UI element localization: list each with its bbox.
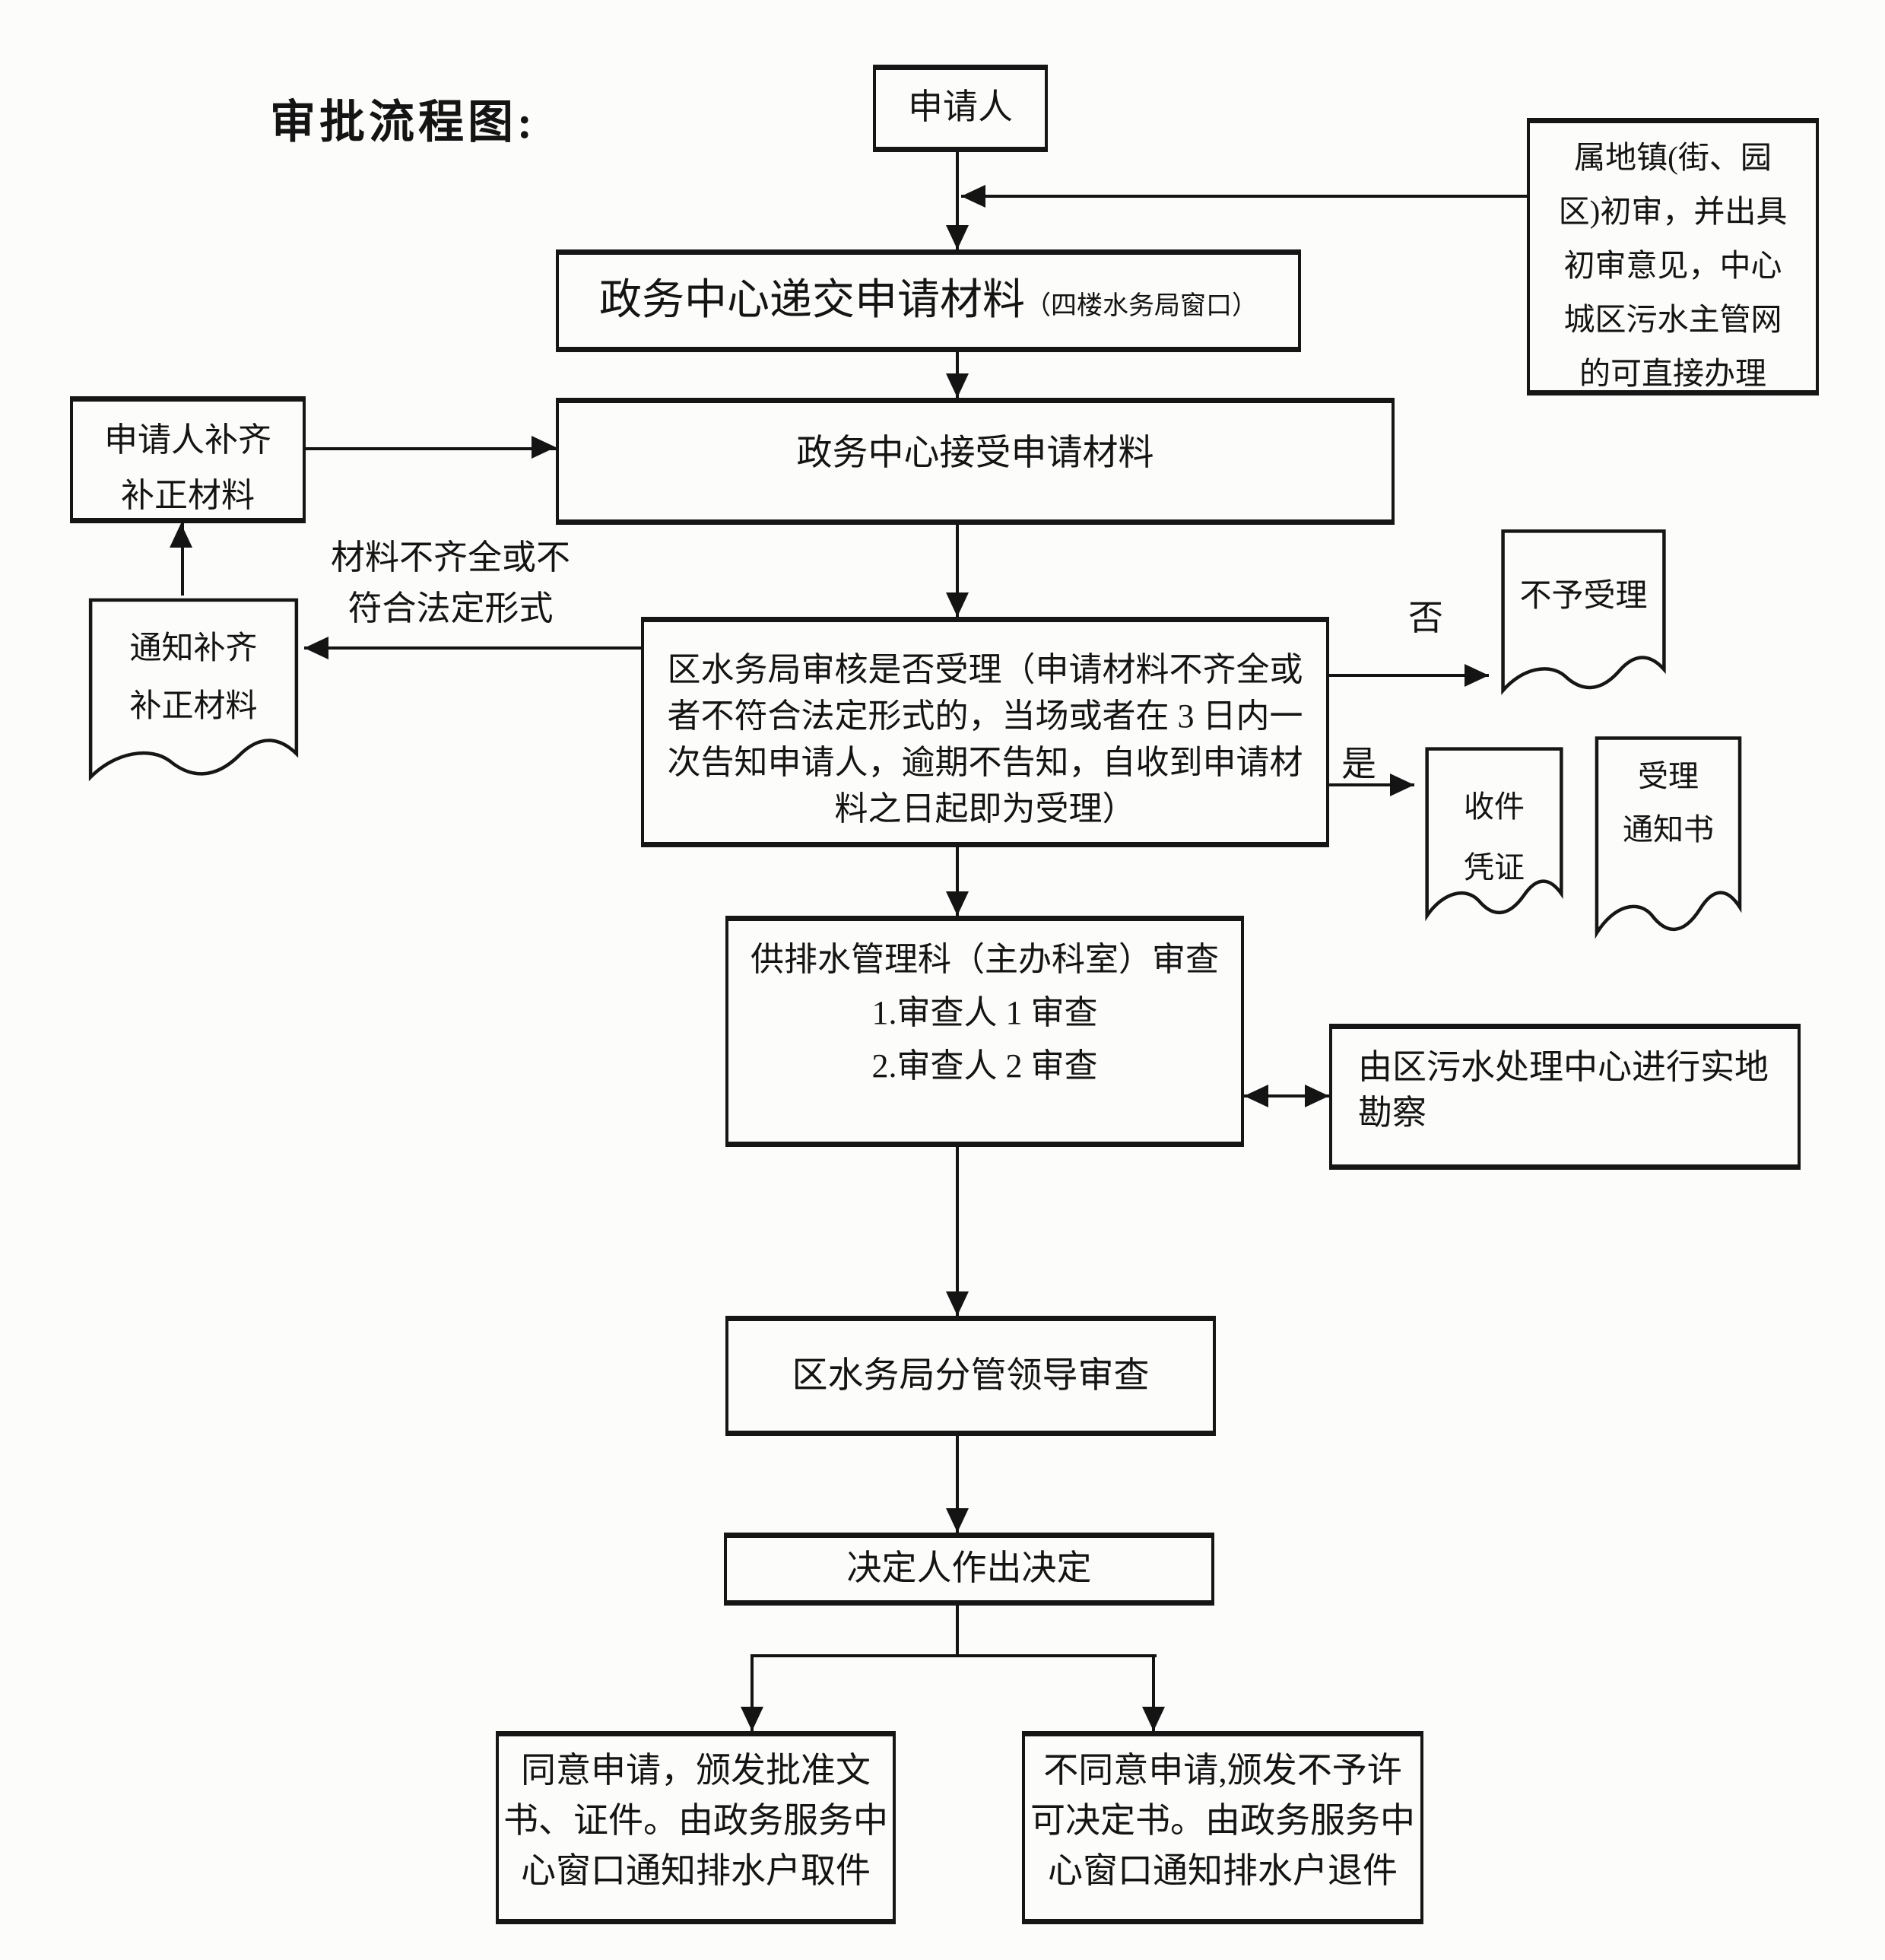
connector-dept-site — [1244, 1094, 1329, 1098]
node-dept-review-line: 2.审查人 2 审查 — [871, 1047, 1098, 1085]
node-town-review-line: 的可直接办理 — [1579, 356, 1766, 391]
label-yes: 是 — [1341, 745, 1376, 783]
connector-review-notify — [304, 646, 641, 650]
connector-notify-supplement — [181, 523, 184, 596]
node-bureau-review-line: 料之日起即为受理） — [834, 790, 1136, 828]
node-decision: 决定人作出决定 — [724, 1533, 1214, 1606]
node-bureau-review-line: 者不符合法定形式的，当场或者在 3 日内一 — [667, 697, 1303, 735]
connector-split-bar — [751, 1654, 1157, 1657]
connector-supplement-receive — [306, 447, 556, 450]
node-approve: 同意申请，颁发批准文 书、证件。由政务服务中 心窗口通知排水户取件 — [496, 1731, 896, 1924]
node-town-review-line: 属地镇(街、园 — [1574, 140, 1772, 175]
doc-notify-line: 补正材料 — [129, 689, 258, 724]
arrowhead-into-receipt-icon — [1390, 774, 1414, 796]
node-deny: 不同意申请,颁发不予许 可决定书。由政务服务中 心窗口通知排水户退件 — [1022, 1731, 1423, 1924]
node-deny-line: 心窗口通知排水户退件 — [1048, 1851, 1398, 1890]
label-incomplete-line: 符合法定形式 — [347, 589, 554, 627]
page-title: 审批流程图: — [270, 97, 536, 148]
arrowhead-into-leader-icon — [946, 1291, 969, 1316]
document-shape-icon — [85, 596, 302, 793]
node-submit-main: 政务中心递交申请材料 — [599, 277, 1025, 324]
node-leader-review-label: 区水务局分管领导审查 — [792, 1356, 1150, 1396]
arrowhead-into-receive2-icon — [532, 436, 556, 459]
doc-acceptance-line: 通知书 — [1623, 812, 1714, 847]
node-town-review-line: 初审意见，中心 — [1563, 248, 1782, 283]
connector-town-review — [961, 195, 1527, 198]
connector-decision-split — [956, 1606, 959, 1656]
node-approve-line: 书、证件。由政务服务中 — [503, 1801, 888, 1840]
arrowhead-into-approve-icon — [741, 1707, 763, 1731]
arrowhead-into-notify-icon — [304, 637, 328, 659]
node-submit-materials: 政务中心递交申请材料（四楼水务局窗口） — [556, 249, 1301, 352]
doc-not-accepted-label: 不予受理 — [1519, 579, 1648, 614]
node-site-survey-line: 由区污水处理中心进行实地 — [1358, 1048, 1769, 1086]
node-dept-review: 供排水管理科（主办科室）审查 1.审查人 1 审查 2.审查人 2 审查 — [725, 916, 1244, 1147]
node-town-review: 属地镇(街、园 区)初审，并出具 初审意见，中心 城区污水主管网 的可直接办理 — [1527, 118, 1819, 395]
node-applicant-supplement-line: 补正材料 — [121, 477, 255, 514]
doc-receipt-line: 凭证 — [1464, 850, 1525, 885]
connector-split-approve — [751, 1654, 754, 1731]
node-submit-note: （四楼水务局窗口） — [1025, 292, 1258, 320]
node-approve-line: 同意申请，颁发批准文 — [521, 1751, 871, 1790]
connector-dept-leader — [956, 1147, 959, 1316]
node-town-review-line: 区)初审，并出具 — [1558, 194, 1788, 229]
arrowhead-into-supplement-icon — [170, 523, 192, 548]
node-receive-materials: 政务中心接受申请材料 — [556, 398, 1395, 525]
arrowhead-into-submit-icon — [946, 225, 969, 249]
label-incomplete-materials: 材料不齐全或不 符合法定形式 — [319, 532, 582, 634]
node-site-survey: 由区污水处理中心进行实地 勘察 — [1329, 1024, 1801, 1170]
connector-yes-branch — [1329, 783, 1414, 786]
node-dept-review-line: 供排水管理科（主办科室）审查 — [751, 941, 1219, 978]
connector-review-dept — [956, 847, 959, 916]
doc-receipt-voucher: 收件 凭证 — [1423, 745, 1565, 931]
arrowhead-dept-side-icon — [1244, 1085, 1268, 1107]
arrowhead-into-receive-icon — [946, 373, 969, 398]
document-shape-icon — [1423, 745, 1565, 931]
connector-applicant-submit — [956, 152, 959, 249]
node-leader-review: 区水务局分管领导审查 — [725, 1316, 1216, 1436]
connector-receive-review — [956, 525, 959, 617]
node-applicant-supplement-line: 申请人补齐 — [104, 421, 271, 459]
node-decision-label: 决定人作出决定 — [846, 1549, 1092, 1587]
label-no: 否 — [1408, 599, 1443, 637]
doc-receipt-line: 收件 — [1464, 789, 1525, 824]
node-receive-label: 政务中心接受申请材料 — [796, 434, 1154, 473]
node-dept-review-line: 1.审查人 1 审查 — [871, 994, 1098, 1031]
connector-no-branch — [1329, 674, 1489, 677]
doc-not-accepted: 不予受理 — [1499, 527, 1668, 705]
node-applicant-label: 申请人 — [908, 87, 1013, 126]
document-shape-icon — [1499, 527, 1668, 705]
node-bureau-review: 区水务局审核是否受理（申请材料不齐全或 者不符合法定形式的，当场或者在 3 日内… — [641, 617, 1329, 847]
node-deny-line: 可决定书。由政务服务中 — [1030, 1801, 1415, 1840]
node-bureau-review-line: 次告知申请人，逾期不告知，自收到申请材 — [667, 744, 1303, 781]
arrowhead-into-review-icon — [946, 592, 969, 617]
node-applicant: 申请人 — [873, 65, 1048, 152]
doc-notify-line: 通知补齐 — [129, 631, 258, 666]
arrowhead-into-notaccepted-icon — [1465, 664, 1489, 687]
doc-notify-supplement: 通知补齐 补正材料 — [85, 596, 302, 793]
doc-acceptance-notice: 受理 通知书 — [1593, 733, 1744, 951]
node-approve-line: 心窗口通知排水户取件 — [521, 1851, 871, 1890]
node-town-review-line: 城区污水主管网 — [1563, 302, 1782, 337]
node-site-survey-line: 勘察 — [1358, 1094, 1427, 1132]
arrowhead-into-decision-icon — [946, 1508, 969, 1533]
node-applicant-supplement: 申请人补齐 补正材料 — [70, 396, 306, 523]
connector-leader-decision — [956, 1436, 959, 1533]
doc-acceptance-line: 受理 — [1638, 759, 1699, 793]
arrowhead-into-deny-icon — [1142, 1707, 1165, 1731]
arrowhead-into-dept-icon — [946, 891, 969, 916]
node-deny-line: 不同意申请,颁发不予许 — [1043, 1751, 1402, 1790]
document-shape-icon — [1593, 733, 1744, 951]
node-bureau-review-line: 区水务局审核是否受理（申请材料不齐全或 — [667, 651, 1303, 688]
label-incomplete-line: 材料不齐全或不 — [330, 538, 570, 577]
arrowhead-site-side-icon — [1305, 1085, 1329, 1107]
arrowhead-into-mainline-icon — [961, 185, 985, 208]
connector-split-deny — [1152, 1654, 1155, 1731]
